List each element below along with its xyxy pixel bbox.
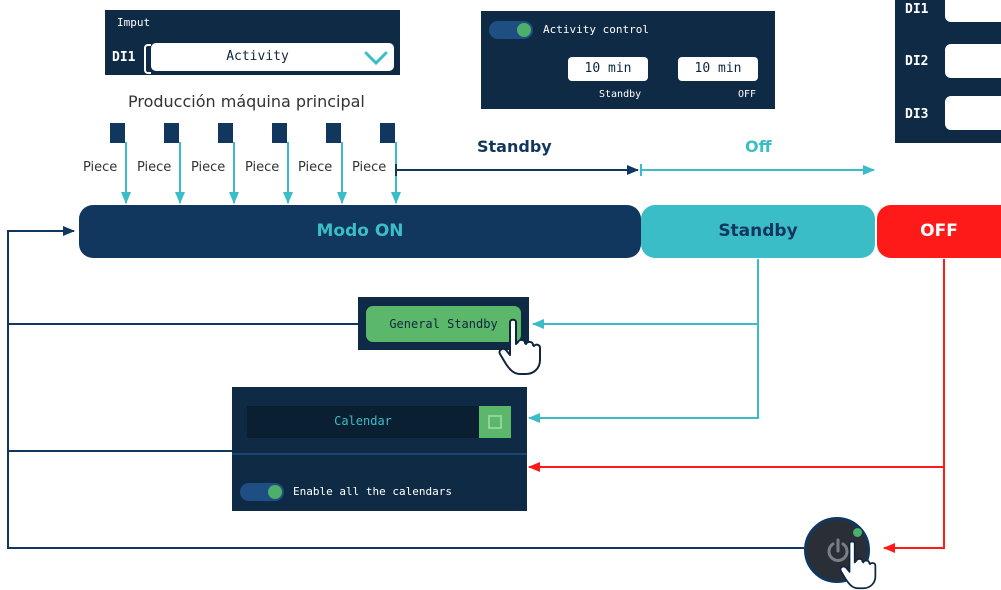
piece-square (110, 123, 125, 143)
calendars-toggle-label: Enable all the calendars (293, 485, 452, 498)
input-panel-title: Imput (117, 16, 151, 29)
calendar-panel: Calendar Enable all the calendars (232, 387, 527, 511)
off-time-label: OFF (738, 89, 757, 100)
input-di-label: DI1 (112, 50, 136, 65)
piece-label: Piece (83, 160, 118, 175)
state-off-label: OFF (920, 221, 958, 241)
hand-pointer-icon (839, 540, 877, 590)
di-label: DI1 (905, 2, 929, 17)
standby-time-input[interactable]: 10 min (568, 57, 648, 81)
power-status-dot (853, 528, 862, 537)
state-standby-bar: Standby (641, 205, 875, 258)
piece-square (380, 123, 395, 143)
state-off-bar: OFF (877, 205, 1001, 258)
calendar-label: Calendar (334, 414, 392, 428)
di-label: DI3 (905, 107, 929, 122)
piece-square (218, 123, 233, 143)
calendars-toggle[interactable] (240, 483, 284, 501)
piece-label: Piece (298, 160, 333, 175)
return-lines (7, 226, 804, 549)
state-standby-label: Standby (718, 221, 798, 241)
timeline-standby-label: Standby (477, 137, 552, 156)
power-icon (827, 538, 849, 562)
piece-label: Piece (245, 160, 280, 175)
activity-control-title: Activity control (543, 23, 649, 36)
activity-control-panel: Activity control 10 min 10 min Standby O… (481, 11, 775, 109)
piece-square (164, 123, 179, 143)
input-select-value: Activity (226, 49, 289, 64)
activity-toggle[interactable] (489, 21, 533, 39)
chevron-down-icon[interactable] (364, 50, 388, 66)
di-field[interactable] (945, 0, 1001, 22)
di-field[interactable] (945, 44, 1001, 78)
input-bracket (144, 44, 151, 74)
calendar-divider (232, 453, 527, 455)
input-panel: Imput DI1 Activity (105, 10, 400, 75)
state-on-bar: Modo ON (79, 205, 641, 258)
off-time-input[interactable]: 10 min (678, 57, 758, 81)
calendar-icon[interactable] (479, 406, 511, 438)
standby-lines (528, 259, 759, 423)
piece-label: Piece (191, 160, 226, 175)
di-field[interactable] (945, 96, 1001, 130)
piece-square (326, 123, 341, 143)
state-on-label: Modo ON (316, 221, 404, 241)
timeline-off-label: Off (745, 137, 772, 156)
general-standby-panel: General Standby (358, 297, 529, 350)
off-lines (528, 259, 945, 553)
piece-square (272, 123, 287, 143)
input-caption: Producción máquina principal (128, 92, 365, 111)
di-label: DI2 (905, 54, 929, 69)
standby-time-label: Standby (599, 89, 642, 100)
input-select[interactable]: Activity (151, 43, 394, 71)
calendar-selector[interactable]: Calendar (247, 406, 511, 438)
piece-label: Piece (137, 160, 172, 175)
general-standby-button[interactable]: General Standby (366, 306, 521, 342)
general-standby-label: General Standby (389, 317, 498, 331)
hand-pointer-icon (498, 318, 541, 375)
piece-label: Piece (352, 160, 387, 175)
di-panel: DI1 DI2 DI3 (895, 0, 1001, 143)
